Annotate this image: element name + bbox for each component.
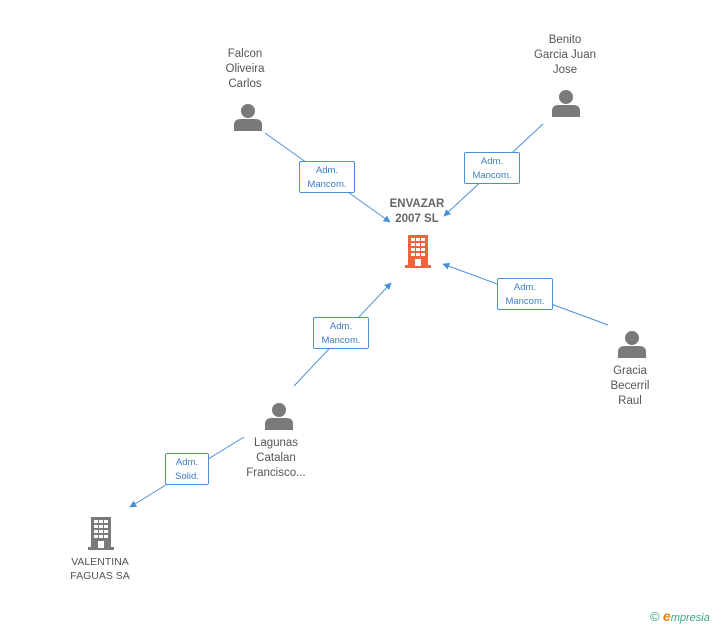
label-line: ENVAZAR [389,198,445,210]
brand-logo-text: mpresia [670,612,710,624]
relation-box-benito-envazar[interactable]: Adm. Mancom. [464,152,520,184]
label-line: Raul [618,395,642,407]
relation-type: Mancom. [321,335,361,346]
copyright-icon: © [650,609,660,624]
relation-role: Adm. [175,457,199,468]
label-line: Becerril [610,380,650,392]
brand-logo-initial: e [662,608,671,624]
label-line: 2007 SL [395,213,439,225]
company-label-envazar[interactable]: ENVAZAR 2007 SL [380,197,454,227]
person-icon[interactable] [618,330,646,358]
person-icon[interactable] [234,103,262,131]
label-line: Francisco... [246,467,306,479]
relation-role: Adm. [329,321,353,332]
person-label-benito[interactable]: Benito Garcia Juan Jose [522,33,608,78]
label-line: Jose [552,64,578,76]
relation-box-falcon-envazar[interactable]: Adm. Mancom. [299,161,355,193]
label-line: Falcon [227,48,263,60]
relation-box-gracia-envazar[interactable]: Adm. Mancom. [497,278,553,310]
relation-role: Adm. [513,282,537,293]
relation-role: Adm. [480,156,504,167]
relation-type: Mancom. [505,296,545,307]
label-line: Oliveira [225,63,265,75]
relation-box-lagunas-valentina[interactable]: Adm. Solid. [165,453,209,485]
building-icon[interactable] [404,234,432,268]
relation-box-lagunas-envazar[interactable]: Adm. Mancom. [313,317,369,349]
person-label-lagunas[interactable]: Lagunas Catalan Francisco... [236,436,316,481]
person-icon[interactable] [265,402,293,430]
label-line: Carlos [228,78,262,90]
relation-type: Mancom. [472,170,512,181]
label-line: Catalan [256,452,296,464]
building-icon[interactable] [87,516,115,550]
label-line: Garcia Juan [533,49,596,61]
label-line: VALENTINA [71,556,129,568]
relation-role: Adm. [315,165,339,176]
person-icon[interactable] [552,89,580,117]
label-line: FAGUAS SA [70,570,130,582]
footer-brand[interactable]: © empresia [650,608,710,628]
relation-type: Mancom. [307,179,347,190]
person-label-falcon[interactable]: Falcon Oliveira Carlos [205,47,285,92]
person-label-gracia[interactable]: Gracia Becerril Raul [594,364,666,409]
company-label-valentina[interactable]: VALENTINA FAGUAS SA [60,555,140,583]
label-line: Lagunas [253,437,299,449]
label-line: Benito [548,34,582,46]
relation-type: Solid. [175,471,199,482]
label-line: Gracia [613,365,647,377]
